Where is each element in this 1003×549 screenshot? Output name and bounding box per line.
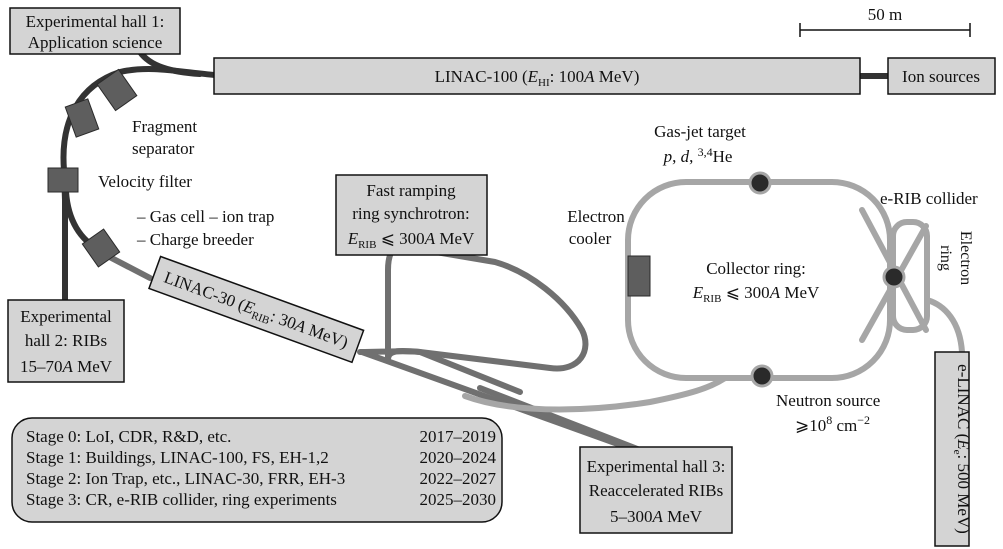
fragment-separator-magnet-2 xyxy=(64,98,100,138)
collider-interaction-point xyxy=(882,265,906,289)
scale-bar-label: 50 m xyxy=(868,5,902,24)
box-linac30: LINAC-30 (ERIB: 30A MeV) xyxy=(148,255,365,364)
neutron-source-point xyxy=(750,364,774,388)
gas-cell-label: – Gas cell – ion trap xyxy=(136,207,274,226)
box-ion-sources: Ion sources xyxy=(887,57,996,95)
stage-3-text: Stage 3: CR, e-RIB collider, ring experi… xyxy=(26,490,337,509)
frs-line2: ring synchrotron: xyxy=(352,204,470,223)
hall3-line2: Reaccelerated RIBs xyxy=(589,481,724,500)
stages-table: Stage 0: LoI, CDR, R&D, etc. 2017–2019 S… xyxy=(11,417,503,523)
neutron-source-label-2: ⩾108 cm−2 xyxy=(795,413,870,435)
hall1-line1: Experimental hall 1: xyxy=(26,12,165,31)
collector-ring-label-2: ERIB ⩽ 300A MeV xyxy=(692,283,820,305)
electron-ring-label-1: Electron xyxy=(957,231,974,285)
electron-cooler-label-2: cooler xyxy=(569,229,612,248)
box-hall2: Experimental hall 2: RIBs 15–70A MeV xyxy=(7,299,125,383)
hall2-line1: Experimental xyxy=(20,307,112,326)
charge-breeder-label: – Charge breeder xyxy=(136,230,254,249)
electron-ring-label-2: ring xyxy=(937,245,954,271)
hall2-line3: 15–70A MeV xyxy=(20,357,113,376)
gas-jet-label-2: p, d, 3,4He xyxy=(663,145,733,166)
sync-exit xyxy=(477,385,643,453)
neutron-source-label-1: Neutron source xyxy=(776,391,880,410)
hall3-line xyxy=(359,349,643,455)
gas-jet-target-point xyxy=(748,171,772,195)
fragment-separator-label-1: Fragment xyxy=(132,117,197,136)
stage-0-years: 2017–2019 xyxy=(420,427,497,446)
electron-cooler-device xyxy=(627,255,651,297)
collector-ring-label-1: Collector ring: xyxy=(706,259,806,278)
box-hall1: Experimental hall 1: Application science xyxy=(9,7,181,55)
box-hall3: Experimental hall 3: Reaccelerated RIBs … xyxy=(579,446,733,534)
hall1-line2: Application science xyxy=(28,33,163,52)
collector-ring xyxy=(625,179,893,381)
stage-0-text: Stage 0: LoI, CDR, R&D, etc. xyxy=(26,427,231,446)
frs-line1: Fast ramping xyxy=(366,181,456,200)
box-elinac: e-LINAC (Ee: 500 MeV) xyxy=(934,351,973,547)
target-points xyxy=(748,171,906,388)
erib-collider-label: e-RIB collider xyxy=(880,189,978,208)
stage-1-years: 2020–2024 xyxy=(420,448,497,467)
fragment-separator-magnet-1 xyxy=(96,68,138,112)
hall2-line2: hall 2: RIBs xyxy=(25,331,107,350)
ring-feed xyxy=(462,375,728,413)
frs-line3: ERIB ⩽ 300A MeV xyxy=(347,229,475,251)
gas-jet-label-1: Gas-jet target xyxy=(654,122,746,141)
box-fast-ramping-synchrotron: Fast ramping ring synchrotron: ERIB ⩽ 30… xyxy=(335,174,488,256)
fragment-separator-label-2: separator xyxy=(132,139,195,158)
box-linac100: LINAC-100 (EHI: 100A MeV) xyxy=(213,57,861,95)
elinac-label: e-LINAC (Ee: 500 MeV) xyxy=(951,364,973,534)
magnets xyxy=(47,68,651,297)
hall3-line3: 5–300A MeV xyxy=(610,507,703,526)
scale-bar xyxy=(799,23,971,37)
velocity-filter-label: Velocity filter xyxy=(98,172,192,191)
stage-2-text: Stage 2: Ion Trap, etc., LINAC-30, FRR, … xyxy=(26,469,345,488)
linac30-label: LINAC-30 (ERIB: 30A MeV) xyxy=(160,268,350,355)
linac100-label: LINAC-100 (EHI: 100A MeV) xyxy=(435,67,640,89)
electron-cooler-label-1: Electron xyxy=(567,207,625,226)
ion-sources-label: Ion sources xyxy=(902,67,980,86)
charge-breeder-magnet xyxy=(81,228,121,268)
hall3-line1: Experimental hall 3: xyxy=(587,457,726,476)
hall1-spur xyxy=(137,49,203,77)
elinac-feed xyxy=(924,297,965,355)
stage-3-years: 2025–2030 xyxy=(420,490,497,509)
sync-ring xyxy=(385,242,589,372)
stage-2-years: 2022–2027 xyxy=(420,469,497,488)
velocity-filter-magnet xyxy=(47,167,79,193)
stage-1-text: Stage 1: Buildings, LINAC-100, FS, EH-1,… xyxy=(26,448,329,467)
